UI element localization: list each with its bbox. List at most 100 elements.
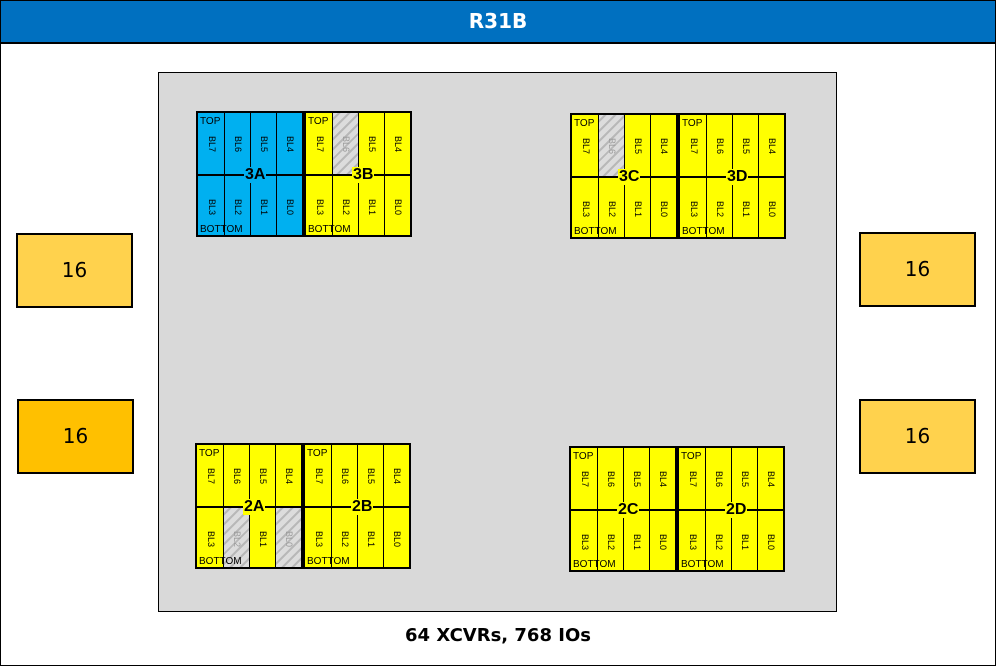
lane-label: BL1 (633, 200, 643, 217)
lane-bl2: BL2 (332, 176, 359, 235)
top-tag: TOP (199, 448, 220, 459)
lane-bl6: BL6 (223, 445, 250, 506)
lane-label: BL6 (232, 467, 242, 484)
bottom-tag: BOTTOM (199, 556, 242, 567)
io-count-left-lower: 16 (17, 399, 134, 474)
lane-label: BL2 (340, 530, 350, 547)
lane-bl7: BL7 (197, 445, 224, 506)
lane-bl7: BL7 (572, 115, 599, 176)
lane-label: BL6 (714, 470, 724, 487)
bank-name: 3C (618, 168, 641, 185)
lane-bl3: BL3 (198, 176, 225, 235)
lane-label: BL5 (258, 467, 268, 484)
lane-label: BL3 (687, 533, 698, 550)
lane-label: BL2 (607, 200, 617, 217)
lane-label: BL1 (741, 200, 751, 217)
lane-bl5: BL5 (357, 445, 384, 506)
io-count-left-upper: 16 (16, 233, 133, 308)
lane-label: BL6 (233, 135, 243, 152)
lane-label: BL3 (688, 200, 699, 217)
lane-bl5: BL5 (624, 115, 651, 176)
lane-bl5: BL5 (732, 115, 759, 176)
lane-label: BL3 (313, 530, 324, 547)
lane-bl0: BL0 (384, 176, 410, 235)
bank-name: 3D (726, 168, 749, 185)
bottom-tag: BOTTOM (308, 224, 351, 235)
lane-bl4: BL4 (384, 113, 410, 174)
lane-bl2: BL2 (223, 508, 250, 567)
lane-label: BL6 (341, 135, 351, 152)
lane-bl2: BL2 (706, 178, 733, 237)
summary-caption: 64 XCVRs, 768 IOs (405, 625, 591, 646)
lane-label: BL1 (740, 533, 750, 550)
lane-bl5: BL5 (250, 113, 277, 174)
lane-label: BL1 (632, 533, 642, 550)
lane-label: BL0 (284, 530, 294, 547)
lane-bl6: BL6 (224, 113, 251, 174)
bank-name: 2C (617, 501, 640, 518)
io-count-label: 16 (904, 257, 931, 281)
lane-bl1: BL1 (624, 178, 651, 237)
lane-label: BL2 (715, 200, 725, 217)
lane-label: BL1 (259, 198, 269, 215)
lane-label: BL4 (767, 137, 777, 154)
lane-bl3: BL3 (679, 511, 706, 570)
lane-bl0: BL0 (383, 508, 409, 567)
bottom-tag: BOTTOM (573, 559, 616, 570)
bottom-tag: BOTTOM (681, 559, 724, 570)
lane-bl6: BL6 (598, 115, 625, 176)
io-count-right-lower: 16 (859, 399, 976, 474)
lane-label: BL4 (392, 467, 402, 484)
lane-label: BL4 (393, 135, 403, 152)
top-tag: TOP (308, 116, 329, 127)
lane-label: BL7 (579, 470, 590, 487)
lane-label: BL2 (232, 530, 242, 547)
lane-bl0: BL0 (649, 511, 675, 570)
top-tag: TOP (573, 451, 594, 462)
io-count-right-upper: 16 (859, 232, 976, 307)
lane-label: BL7 (688, 137, 699, 154)
lane-label: BL5 (367, 135, 377, 152)
lane-bl6: BL6 (332, 113, 359, 174)
lane-bl0: BL0 (275, 508, 301, 567)
bottom-tag: BOTTOM (200, 224, 243, 235)
lane-bl0: BL0 (650, 178, 676, 237)
lane-bl1: BL1 (732, 178, 759, 237)
lane-label: BL0 (659, 200, 669, 217)
top-tag: TOP (574, 118, 595, 129)
lane-bl4: BL4 (275, 445, 301, 506)
lane-label: BL0 (766, 533, 776, 550)
lane-label: BL1 (367, 198, 377, 215)
lane-label: BL3 (314, 198, 325, 215)
lane-bl2: BL2 (705, 511, 732, 570)
lane-label: BL3 (206, 198, 217, 215)
lane-label: BL4 (658, 470, 668, 487)
bank-name: 3B (352, 166, 375, 183)
lane-label: BL7 (313, 467, 324, 484)
bottom-tag: BOTTOM (307, 556, 350, 567)
lane-bl5: BL5 (249, 445, 276, 506)
lane-label: BL1 (258, 530, 268, 547)
lane-label: BL5 (632, 470, 642, 487)
lane-bl2: BL2 (331, 508, 358, 567)
lane-label: BL4 (285, 135, 295, 152)
lane-label: BL2 (233, 198, 243, 215)
bottom-tag: BOTTOM (682, 226, 725, 237)
lane-label: BL3 (580, 200, 591, 217)
lane-bl0: BL0 (276, 176, 302, 235)
lane-bl2: BL2 (598, 178, 625, 237)
lane-bl4: BL4 (649, 448, 675, 509)
io-count-label: 16 (62, 424, 89, 448)
lane-label: BL4 (659, 137, 669, 154)
lane-label: BL6 (606, 470, 616, 487)
lane-bl1: BL1 (249, 508, 276, 567)
lane-label: BL5 (259, 135, 269, 152)
lane-label: BL6 (715, 137, 725, 154)
lane-bl3: BL3 (571, 511, 598, 570)
lane-bl4: BL4 (650, 115, 676, 176)
top-tag: TOP (200, 116, 221, 127)
